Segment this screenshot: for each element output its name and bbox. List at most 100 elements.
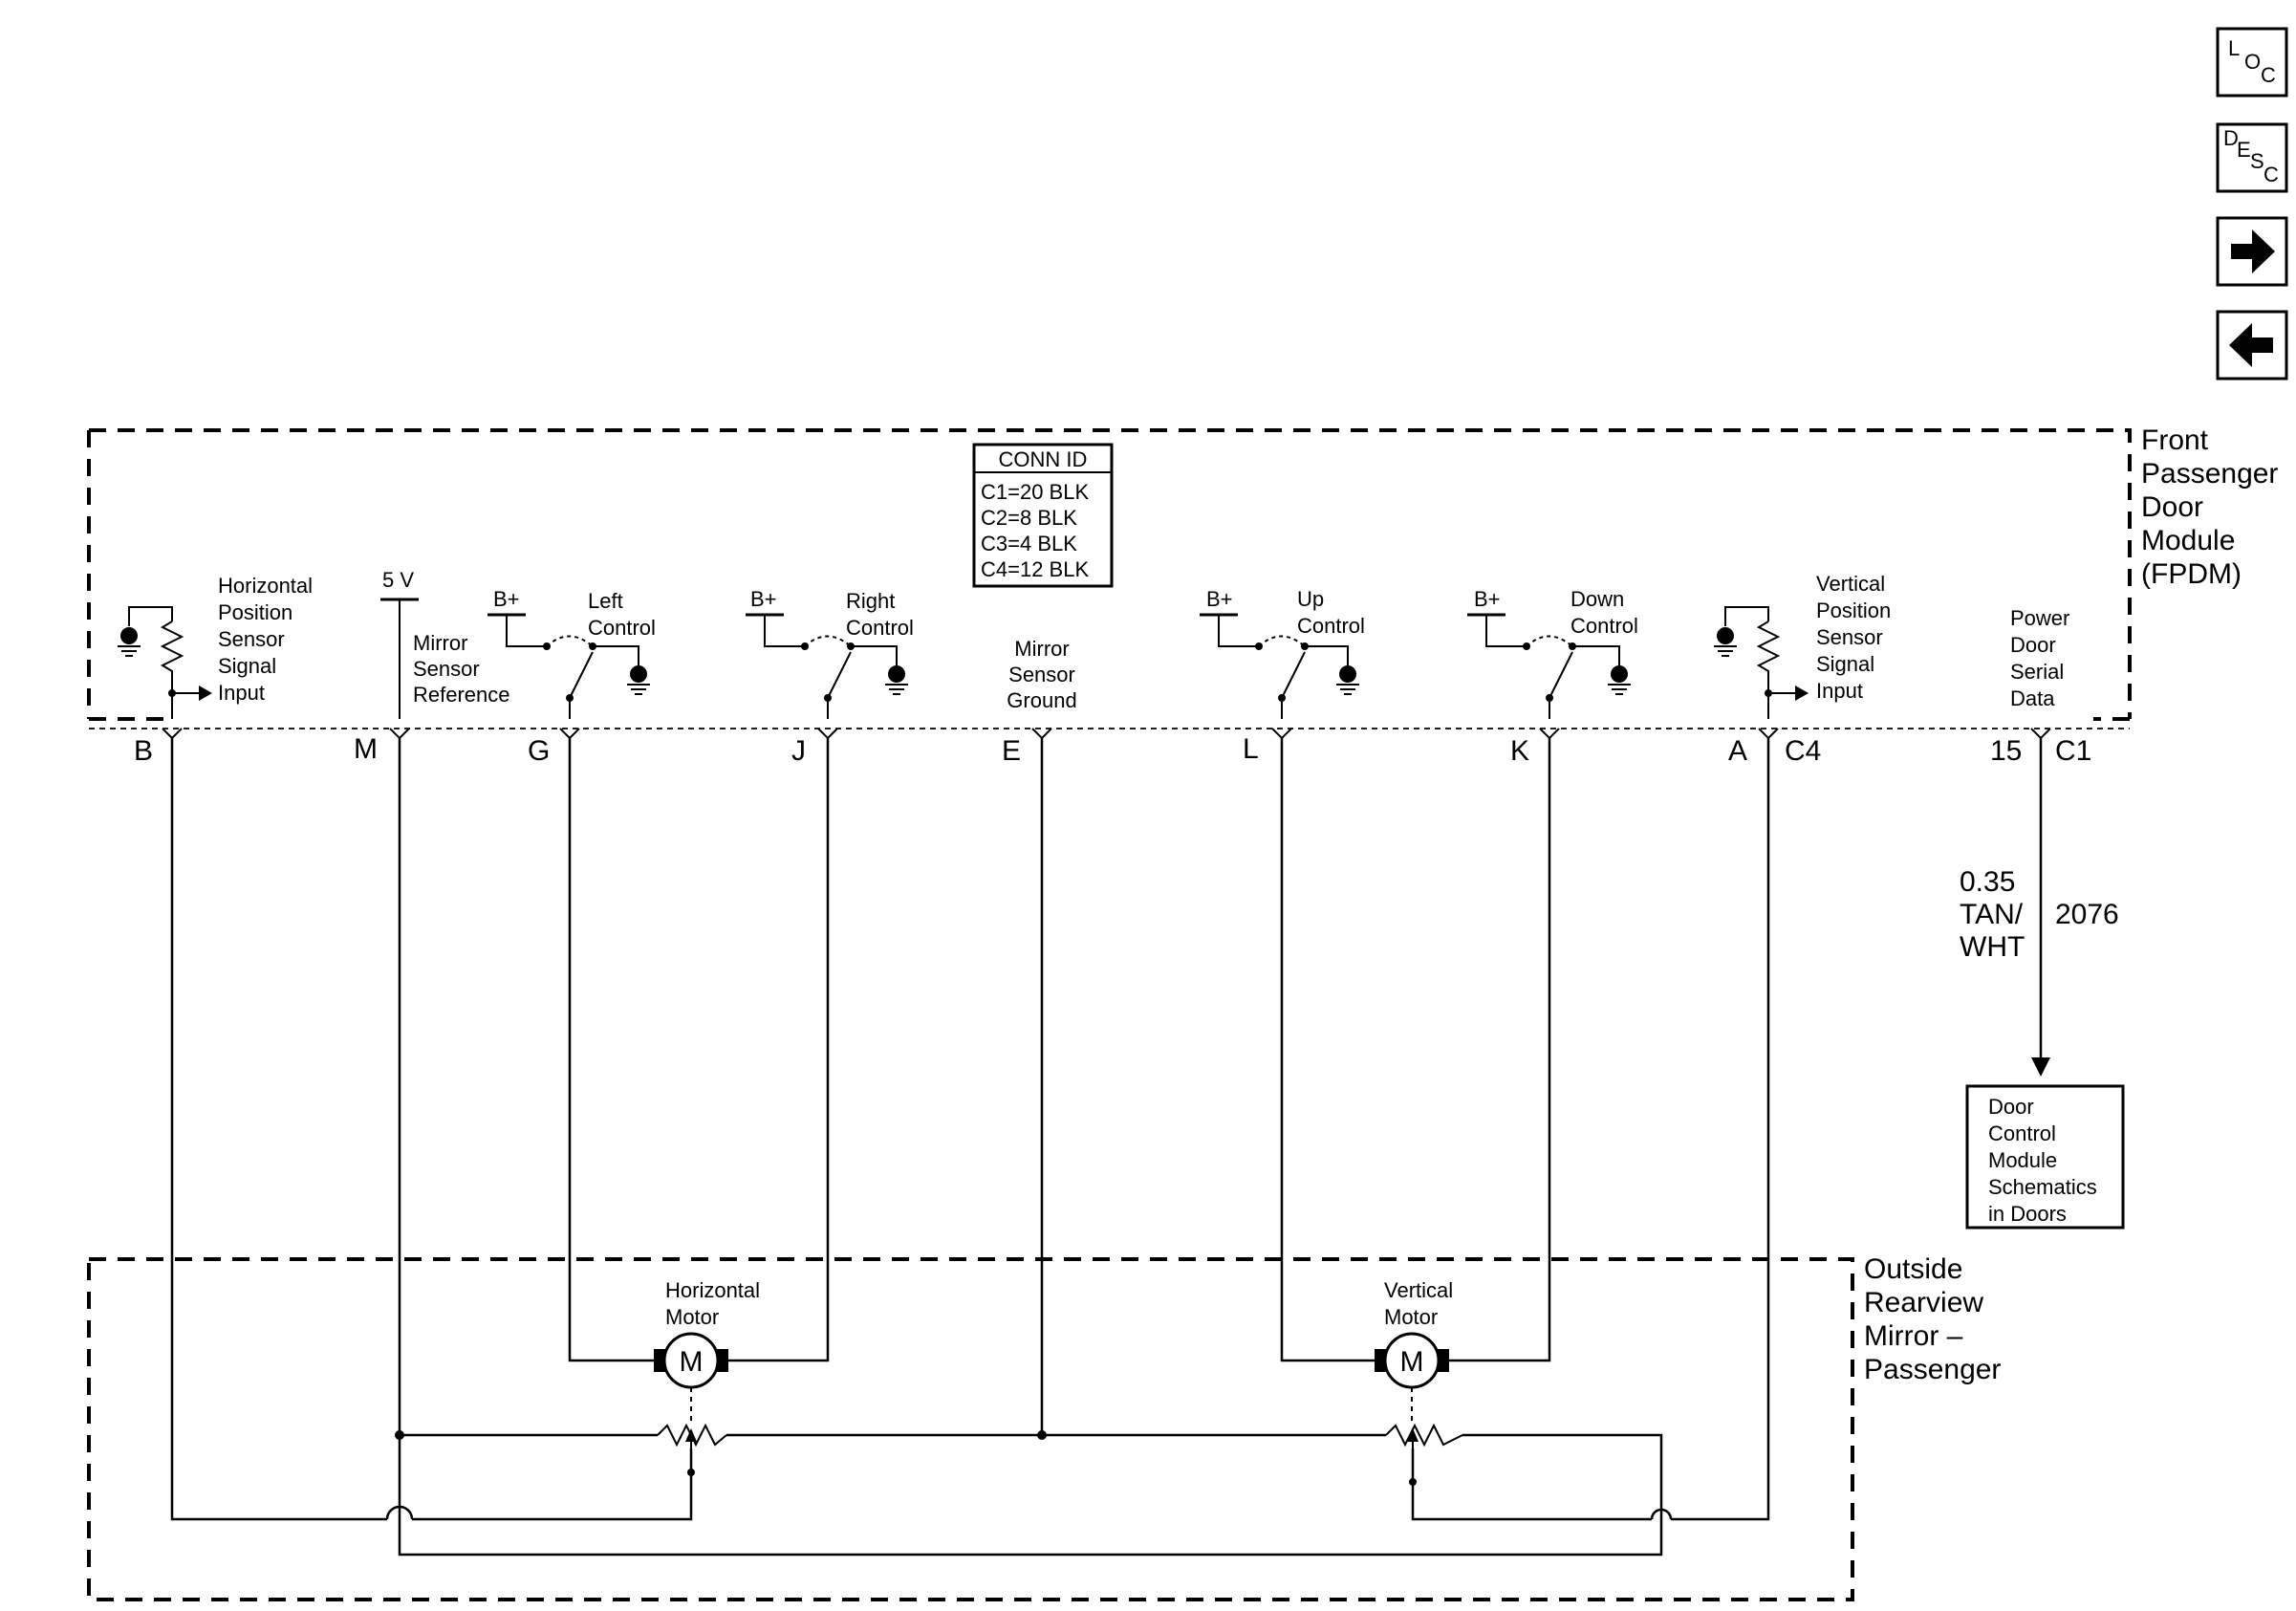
mirror-ground-label-2: Sensor xyxy=(1008,663,1075,686)
up-control-label-1: Up xyxy=(1297,587,1324,611)
wire-color-label-1: TAN/ xyxy=(1960,899,2024,930)
ground-icon xyxy=(627,665,650,695)
pin-15-label: 15 xyxy=(1990,735,2022,767)
desc-text-e: E xyxy=(2237,138,2251,162)
horizontal-sensor-label-1: Horizontal xyxy=(218,574,313,598)
serial-data-label-1: Power xyxy=(2010,606,2069,630)
serial-data-label-4: Data xyxy=(2010,686,2055,710)
up-control-switch: B+ Up Control xyxy=(1200,587,1365,719)
horizontal-sensor-label: Horizontal Position Sensor Signal Input xyxy=(218,574,313,705)
conn-id-table: CONN ID C1=20 BLK C2=8 BLK C3=4 BLK C4=1… xyxy=(972,443,1114,588)
connector-c4-label: C4 xyxy=(1785,735,1821,767)
mirror-ground-label-3: Ground xyxy=(1007,688,1076,712)
wire-color-label-2: WHT xyxy=(1960,931,2025,963)
loc-button[interactable]: L O C xyxy=(2216,27,2288,98)
mirror-title-line-1: Outside xyxy=(1864,1253,1962,1285)
mirror-ground-label: Mirror Sensor Ground xyxy=(1007,637,1076,712)
vertical-sensor-label-2: Position xyxy=(1816,599,1891,622)
ground-icon xyxy=(1714,627,1737,657)
left-control-label-2: Control xyxy=(588,616,656,640)
pin-m-label: M xyxy=(354,733,378,765)
up-control-label-2: Control xyxy=(1297,614,1365,638)
dcm-ref-line-3: Module xyxy=(1988,1148,2057,1172)
down-control-label-2: Control xyxy=(1570,614,1638,638)
circuit-number-label: 2076 xyxy=(2055,899,2119,930)
next-page-button[interactable] xyxy=(2216,216,2288,287)
dcm-ref-line-1: Door xyxy=(1988,1095,2034,1119)
serial-data-label: Power Door Serial Data xyxy=(2010,606,2069,710)
fpdm-title-line-1: Front xyxy=(2141,425,2209,456)
ground-icon xyxy=(885,665,908,695)
reference-5v-circuit: 5 V Mirror Sensor Reference xyxy=(380,568,510,719)
arrow-right-icon xyxy=(2231,229,2275,273)
pin-g-label: G xyxy=(528,735,550,767)
vertical-sensor-circuit xyxy=(1714,606,1809,719)
serial-data-label-2: Door xyxy=(2010,633,2056,657)
conn-id-row-1: C1=20 BLK xyxy=(981,480,1089,504)
serial-data-wire: 0.35 TAN/ WHT 2076 xyxy=(1960,738,2119,1077)
pin-labels: B M G J E L K A C4 15 C1 xyxy=(134,733,2091,767)
mirror-title: Outside Rearview Mirror – Passenger xyxy=(1864,1253,2001,1385)
ground-icon xyxy=(1608,665,1631,695)
ground-icon xyxy=(118,627,141,657)
conn-id-row-2: C2=8 BLK xyxy=(981,506,1077,530)
desc-button[interactable]: D E S C xyxy=(2216,122,2288,193)
vertical-sensor-label-4: Signal xyxy=(1816,652,1874,676)
arrow-left-icon xyxy=(2229,323,2273,367)
fpdm-title-line-5: (FPDM) xyxy=(2141,558,2242,590)
previous-page-button[interactable] xyxy=(2216,310,2288,381)
vertical-motor-label-1: Vertical xyxy=(1384,1278,1453,1302)
pin-l-label: L xyxy=(1243,733,1259,765)
conn-id-row-4: C4=12 BLK xyxy=(981,557,1089,581)
up-b-plus-label: B+ xyxy=(1206,587,1233,611)
left-control-label-1: Left xyxy=(588,589,623,613)
conn-id-header: CONN ID xyxy=(999,447,1088,471)
door-control-module-reference[interactable]: Door Control Module Schematics in Doors xyxy=(1965,1084,2125,1230)
vertical-sensor-label-1: Vertical xyxy=(1816,572,1885,596)
pin-j-label: J xyxy=(791,735,806,767)
connector-c1-label: C1 xyxy=(2055,735,2091,767)
mirror-reference-label-3: Reference xyxy=(413,683,510,707)
pin-e-label: E xyxy=(1002,735,1021,767)
serial-data-label-3: Serial xyxy=(2010,660,2064,684)
mirror-title-line-3: Mirror – xyxy=(1864,1320,1963,1352)
dcm-ref-line-5: in Doors xyxy=(1988,1202,2067,1226)
left-control-switch: B+ Left Control xyxy=(487,587,656,719)
pin-k-label: K xyxy=(1510,735,1529,767)
horizontal-motor-symbol: M xyxy=(680,1346,704,1378)
horizontal-sensor-label-4: Signal xyxy=(218,654,276,678)
mirror-reference-label-1: Mirror xyxy=(413,631,467,655)
fpdm-title-line-3: Door xyxy=(2141,491,2203,523)
loc-text-l: L xyxy=(2228,36,2240,60)
vertical-motor: Vertical Motor M xyxy=(1375,1278,1453,1425)
loc-text-o: O xyxy=(2244,50,2261,74)
horizontal-motor-label-1: Horizontal xyxy=(665,1278,760,1302)
down-control-label-1: Down xyxy=(1570,587,1624,611)
right-control-label-2: Control xyxy=(846,616,914,640)
dcm-ref-line-4: Schematics xyxy=(1988,1175,2097,1199)
vertical-sensor-label-3: Sensor xyxy=(1816,625,1883,649)
horizontal-sensor-circuit xyxy=(118,606,212,719)
down-b-plus-label: B+ xyxy=(1474,587,1501,611)
conn-id-row-3: C3=4 BLK xyxy=(981,532,1077,555)
mirror-title-line-2: Rearview xyxy=(1864,1287,1983,1318)
vertical-position-potentiometer xyxy=(1385,1423,1463,1486)
horizontal-sensor-label-3: Sensor xyxy=(218,627,285,651)
vertical-sensor-label-5: Input xyxy=(1816,679,1863,703)
loc-text-c: C xyxy=(2261,63,2276,87)
fpdm-title: Front Passenger Door Module (FPDM) xyxy=(2141,425,2278,590)
desc-text-s: S xyxy=(2250,149,2264,173)
harness-wires xyxy=(170,738,1770,1557)
right-control-label-1: Right xyxy=(846,589,895,613)
horizontal-motor: Horizontal Motor M xyxy=(654,1278,760,1425)
mirror-reference-label-2: Sensor xyxy=(413,657,480,681)
mirror-assembly-box xyxy=(87,1257,1854,1601)
connector-chevrons xyxy=(162,728,2051,740)
dcm-ref-line-2: Control xyxy=(1988,1121,2056,1145)
fpdm-title-line-2: Passenger xyxy=(2141,458,2278,490)
right-b-plus-label: B+ xyxy=(750,587,777,611)
mirror-ground-label-1: Mirror xyxy=(1014,637,1069,661)
pin-a-label: A xyxy=(1728,735,1747,767)
pin-b-label: B xyxy=(134,735,153,767)
